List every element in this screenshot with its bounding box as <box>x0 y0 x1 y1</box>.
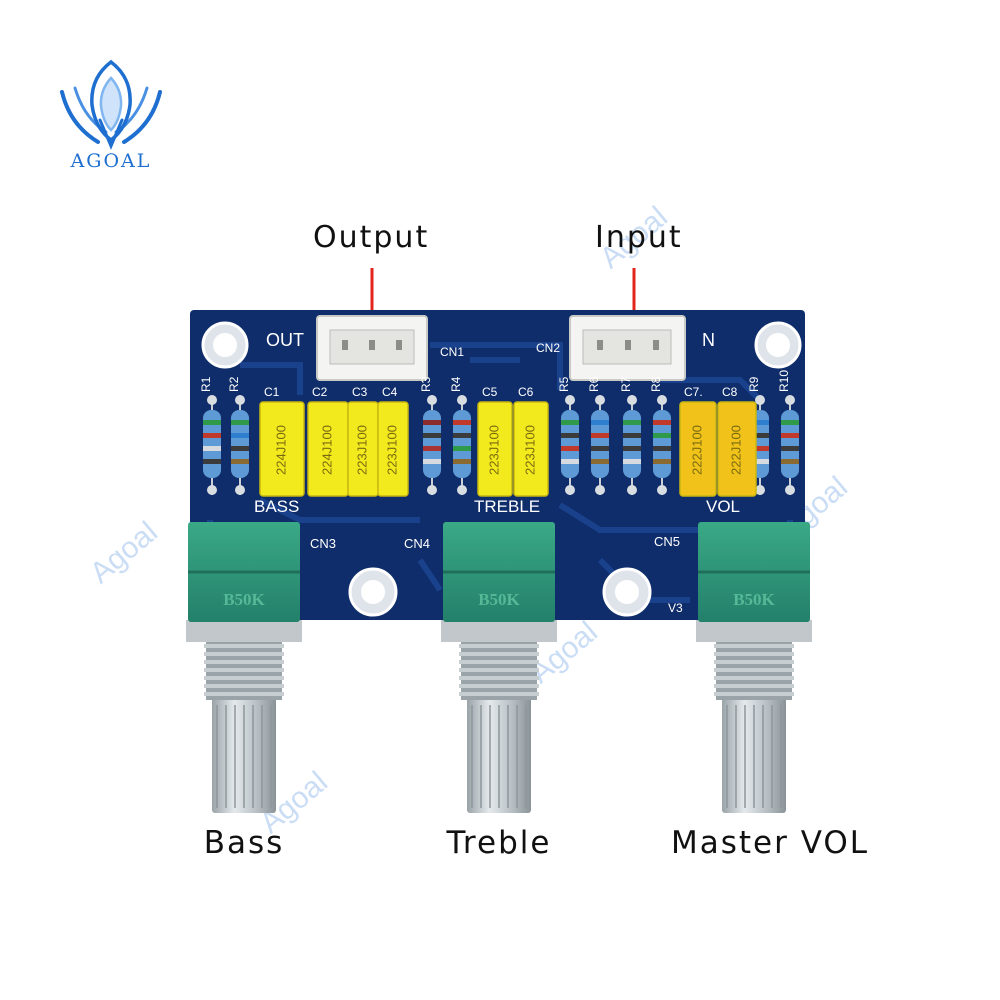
svg-text:R6: R6 <box>587 376 601 392</box>
resistors: R1 R2 R3 R4 R5 R6 R7 R8 R9 R10 <box>199 370 799 495</box>
svg-text:B50K: B50K <box>223 590 265 609</box>
svg-text:223J100: 223J100 <box>486 425 501 475</box>
potentiometer-treble: B50K <box>441 522 557 813</box>
capacitor-c6: 223J100 C6 <box>513 385 549 497</box>
agoal-logo-icon <box>60 59 162 150</box>
resistor-r6: R6 <box>587 376 609 495</box>
silk-cn1: CN1 <box>440 345 464 359</box>
svg-text:B50K: B50K <box>733 590 775 609</box>
input-connector <box>569 315 686 381</box>
silk-out: OUT <box>266 330 304 350</box>
silk-cn4: CN4 <box>404 536 430 551</box>
resistor-r5: R5 <box>557 376 579 495</box>
svg-text:224J100: 224J100 <box>319 425 334 475</box>
svg-text:C8: C8 <box>722 385 738 399</box>
svg-text:C6: C6 <box>518 385 534 399</box>
silk-in: N <box>702 330 715 350</box>
resistor-r1: R1 <box>199 376 221 495</box>
watermark-text: Agoal <box>84 515 164 590</box>
svg-text:R7: R7 <box>619 376 633 392</box>
svg-text:222J100: 222J100 <box>689 425 704 475</box>
svg-text:B50K: B50K <box>478 590 520 609</box>
capacitor-c4: 223J100 C4 <box>377 385 409 497</box>
silk-cn2: CN2 <box>536 341 560 355</box>
knob-label-treble: Treble <box>446 825 552 861</box>
capacitors: 224J100C1224J100C2223J100C3223J100C4223J… <box>259 385 757 497</box>
knob-label-master-vol: Master VOL <box>670 825 870 861</box>
resistor-r10: R10 <box>777 370 799 495</box>
input-callout: Input <box>595 220 683 255</box>
output-callout: Output <box>313 220 430 255</box>
capacitor-c3: 223J100 C3 <box>347 385 379 497</box>
silk-treble: TREBLE <box>474 497 540 516</box>
silk-v3: V3 <box>668 601 683 615</box>
svg-text:R5: R5 <box>557 376 571 392</box>
resistor-r7: R7 <box>619 376 641 495</box>
svg-text:R8: R8 <box>649 376 663 392</box>
svg-text:R4: R4 <box>449 376 463 392</box>
svg-text:223J100: 223J100 <box>354 425 369 475</box>
capacitor-c5: 223J100 C5 <box>477 385 513 497</box>
brand-name: AGOAL <box>70 150 152 172</box>
knob-label-bass: Bass <box>203 825 285 861</box>
svg-text:R1: R1 <box>199 376 213 392</box>
silk-cn3: CN3 <box>310 536 336 551</box>
resistor-r2: R2 <box>227 376 249 495</box>
mounting-holes <box>201 321 802 617</box>
silk-vol: VOL <box>706 497 740 516</box>
potentiometers: B50K B50K B50K <box>186 522 812 813</box>
silk-bass: BASS <box>254 497 299 516</box>
svg-text:C2: C2 <box>312 385 328 399</box>
capacitor-c1: 224J100 C1 <box>259 385 305 497</box>
svg-text:R3: R3 <box>419 376 433 392</box>
resistor-r4: R4 <box>449 376 471 495</box>
resistor-r3: R3 <box>419 376 441 495</box>
svg-text:223J100: 223J100 <box>522 425 537 475</box>
capacitor-c7: 222J100 C7. <box>679 385 717 497</box>
potentiometer-bass: B50K <box>186 522 302 813</box>
svg-text:R2: R2 <box>227 376 241 392</box>
capacitor-c8: 222J100 C8 <box>717 385 757 497</box>
resistor-r8: R8 <box>649 376 671 495</box>
silk-cn5: CN5 <box>654 534 680 549</box>
output-connector <box>316 315 428 381</box>
svg-text:222J100: 222J100 <box>728 425 743 475</box>
svg-text:C5: C5 <box>482 385 498 399</box>
svg-text:R10: R10 <box>777 370 791 392</box>
svg-text:224J100: 224J100 <box>273 425 288 475</box>
svg-text:223J100: 223J100 <box>384 425 399 475</box>
capacitor-c2: 224J100 C2 <box>307 385 349 497</box>
svg-text:C1: C1 <box>264 385 280 399</box>
svg-text:C3: C3 <box>352 385 368 399</box>
svg-text:C7.: C7. <box>684 385 703 399</box>
potentiometer-master-vol: B50K <box>696 522 812 813</box>
svg-text:C4: C4 <box>382 385 398 399</box>
svg-text:R9: R9 <box>747 376 761 392</box>
